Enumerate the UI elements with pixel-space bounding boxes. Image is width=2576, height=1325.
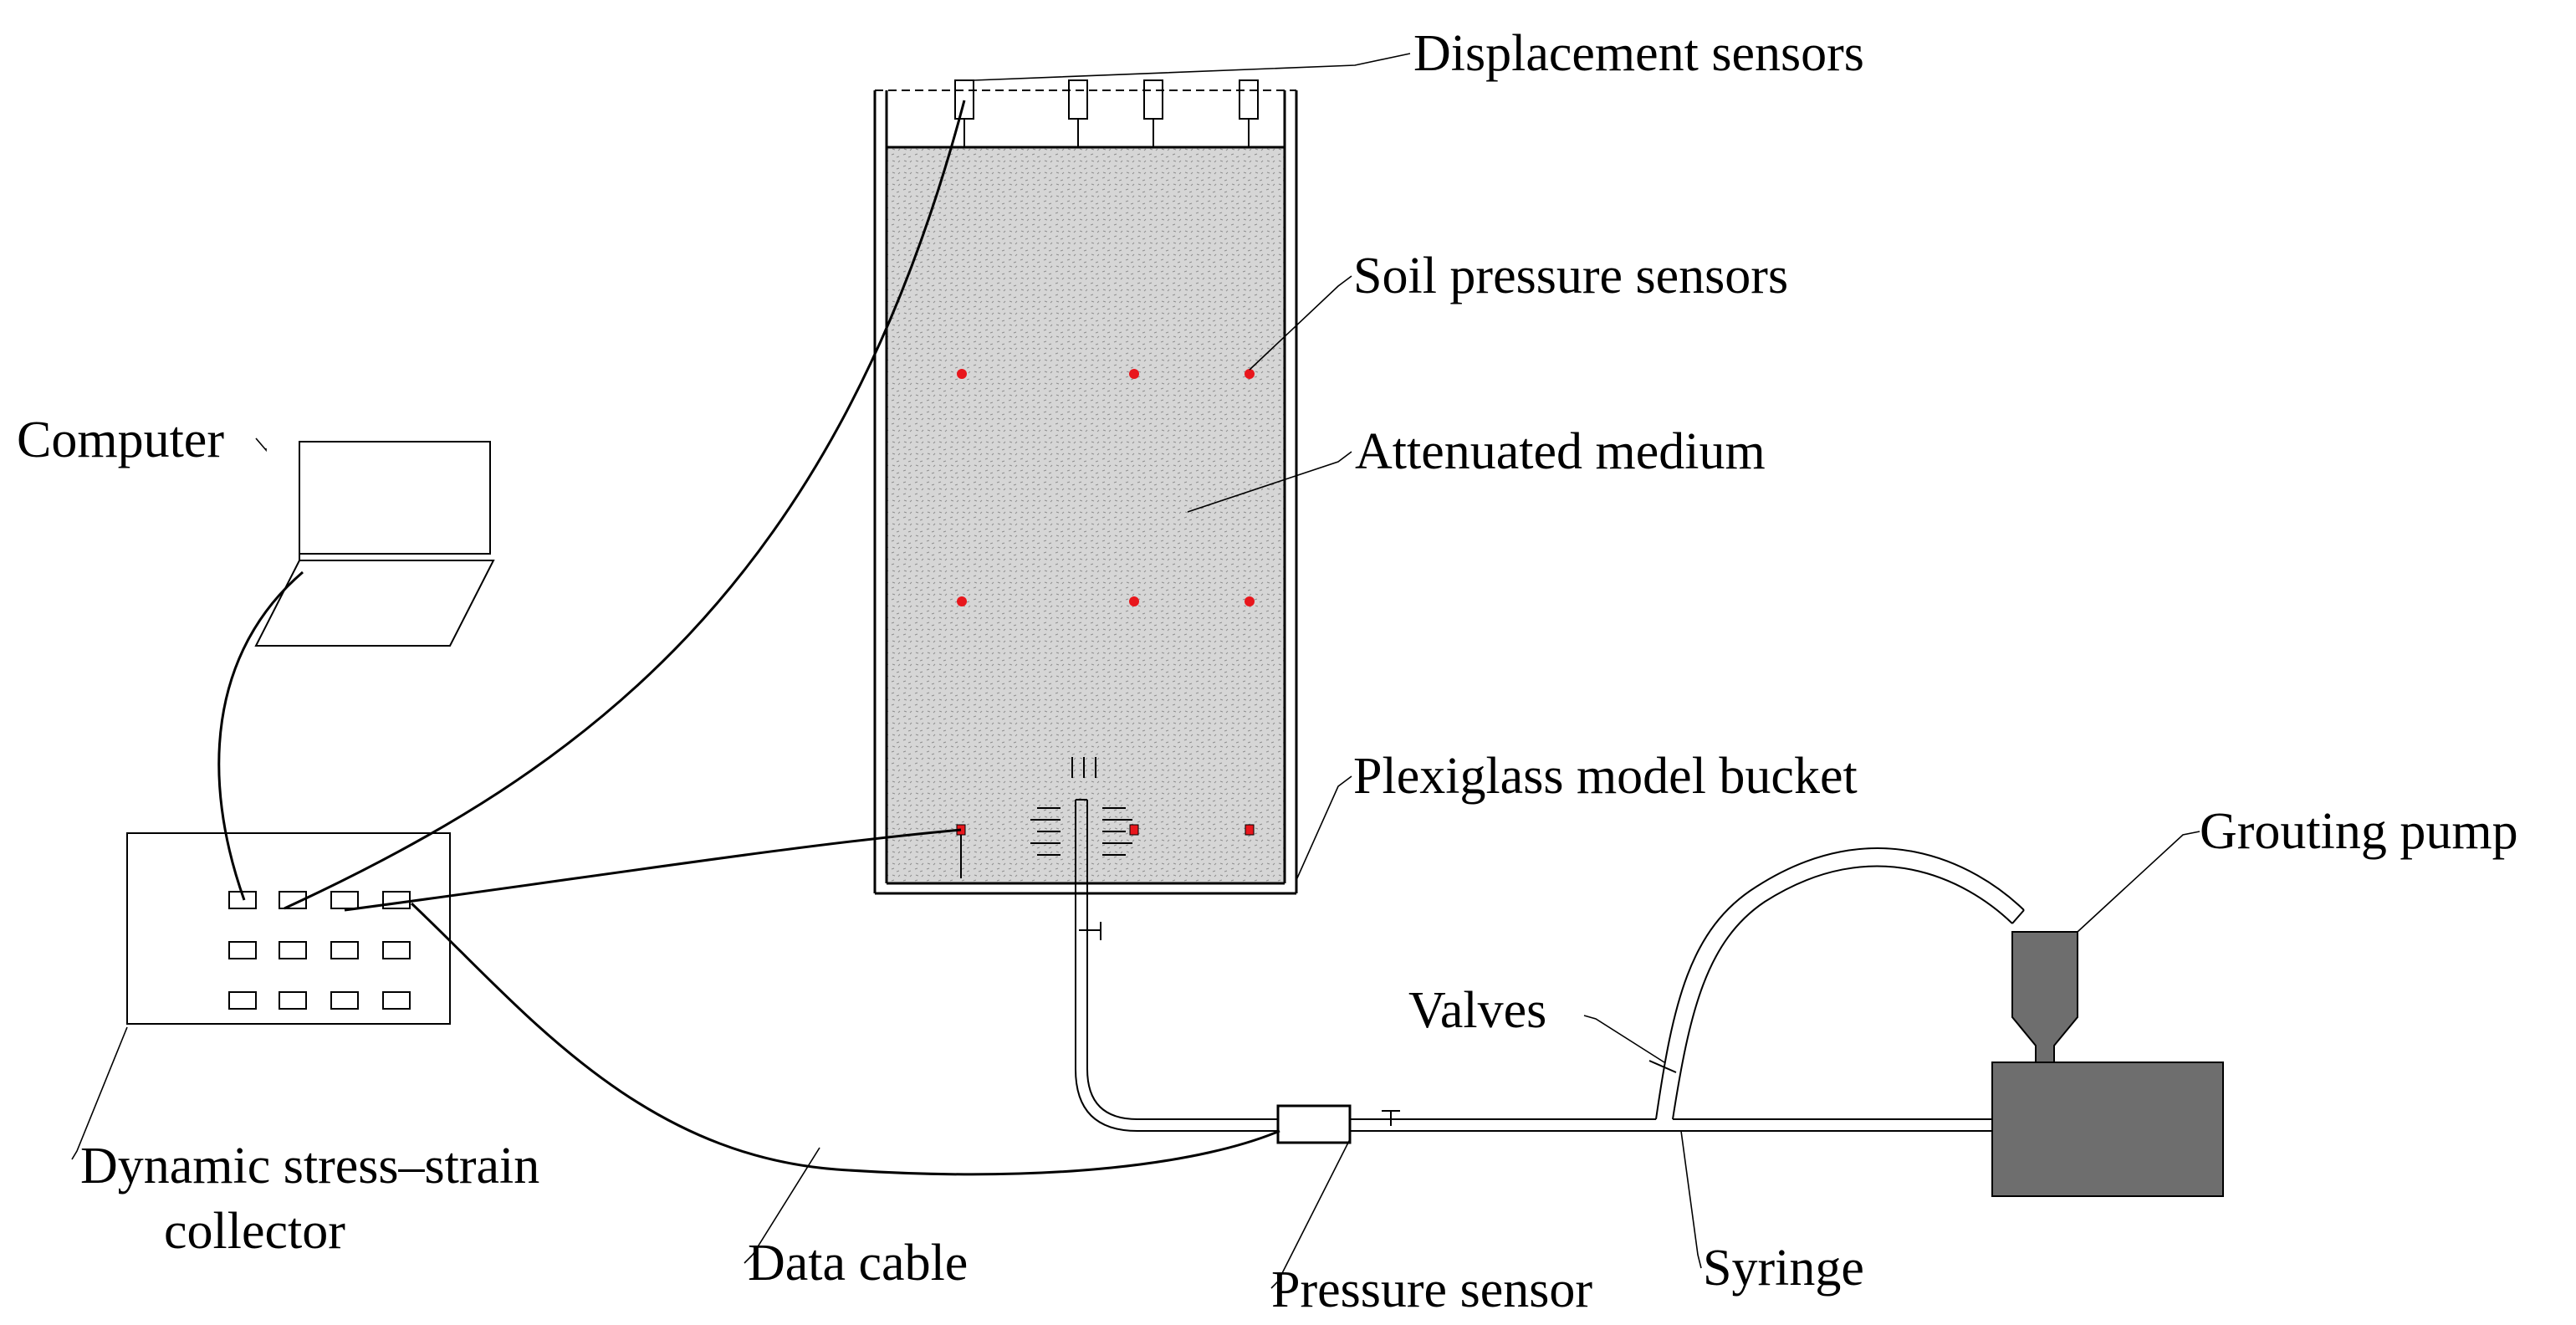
grout-pipe: [1075, 893, 1278, 1132]
displacement-sensor: [1068, 79, 1088, 147]
soil-pressure-sensor: [1245, 369, 1255, 379]
label-syringe: Syringe: [1703, 1240, 1864, 1297]
pump-body: [1991, 1062, 2224, 1197]
displacement-sensor: [1239, 79, 1259, 147]
cable-pressure-sensor: [410, 902, 1280, 1176]
label-grouting-pump: Grouting pump: [2200, 803, 2518, 860]
syringe-line: [1350, 1110, 1992, 1132]
pump-hopper: [2011, 931, 2078, 1063]
bypass-line: [1648, 847, 2025, 1120]
computer-keyboard: [254, 560, 495, 647]
pressure-sensor-box: [1276, 1104, 1352, 1144]
labels: Displacement sensors Soil pressure senso…: [17, 25, 2518, 1318]
cable-displacement: [284, 100, 966, 910]
label-plexiglass-model-bucket: Plexiglass model bucket: [1353, 748, 1858, 805]
label-pressure-sensor: Pressure sensor: [1271, 1261, 1592, 1318]
soil-pressure-sensor: [957, 369, 967, 379]
soil-body: [887, 147, 1285, 883]
soil-pressure-sensor: [1129, 596, 1139, 606]
label-computer: Computer: [17, 412, 224, 468]
soil-pressure-sensor: [1129, 824, 1139, 836]
displacement-sensor: [954, 79, 974, 147]
grouting-pipe-inlet: [1030, 757, 1132, 893]
label-displacement-sensors: Displacement sensors: [1413, 25, 1864, 82]
valve-mark: [1648, 1060, 1677, 1073]
label-attenuated-medium: Attenuated medium: [1355, 423, 1766, 480]
soil-pressure-sensor: [1245, 824, 1255, 836]
soil-pressure-sensor: [957, 596, 967, 606]
computer: [254, 441, 495, 647]
computer-screen: [299, 441, 491, 555]
cable-computer: [217, 570, 304, 901]
label-collector-line2: collector: [164, 1203, 345, 1260]
label-soil-pressure-sensors: Soil pressure sensors: [1353, 248, 1788, 304]
stress-strain-collector: [126, 832, 451, 1025]
displacement-sensors: [954, 79, 1259, 147]
soil-pressure-sensor: [1245, 596, 1255, 606]
label-data-cable: Data cable: [748, 1235, 968, 1292]
leader-lines: [71, 53, 2200, 1289]
displacement-sensor: [1143, 79, 1163, 147]
label-collector-line1: Dynamic stress–strain: [80, 1138, 539, 1195]
soil-pressure-sensor: [1129, 369, 1139, 379]
cable-soil-sensor: [344, 828, 962, 912]
grouting-pump: [1991, 931, 2224, 1197]
plexiglass-model-bucket: [873, 90, 1298, 895]
label-valves: Valves: [1408, 982, 1546, 1039]
data-cables: [217, 100, 1280, 1176]
collector-ports: [228, 891, 411, 1010]
